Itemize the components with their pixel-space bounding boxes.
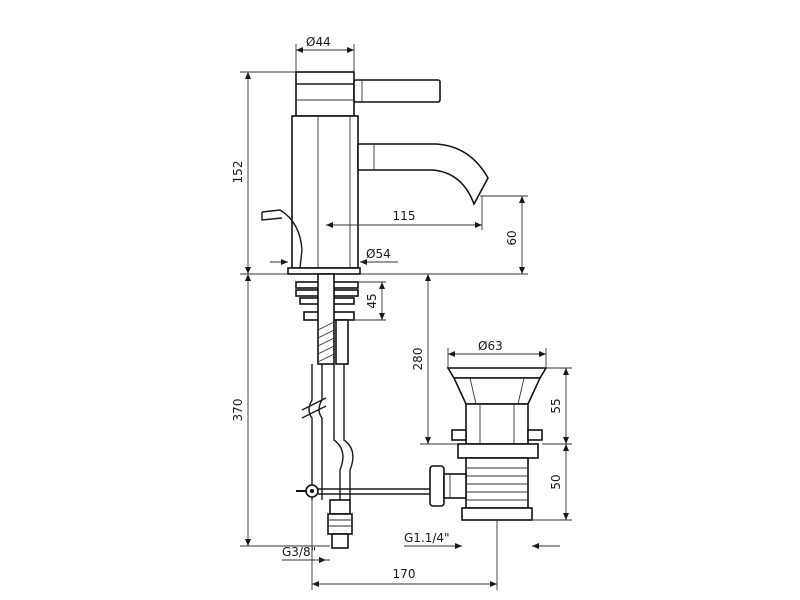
dim-top-diameter: Ø44 (306, 35, 331, 49)
faucet-cap (295, 71, 355, 117)
faucet-body (291, 115, 359, 269)
base-plate (287, 267, 361, 275)
waste-tail (465, 457, 529, 509)
linkage-housing (443, 473, 467, 499)
linkage-nut (429, 465, 445, 507)
dim-flange-height: 55 (549, 398, 563, 413)
flex-hose-left (308, 364, 313, 500)
dimension-lines (240, 44, 572, 590)
waste-body-upper (465, 403, 529, 445)
waste-washer-left (451, 429, 467, 441)
dim-drain-depth: 280 (411, 348, 425, 371)
lever-handle (353, 79, 441, 103)
waste-flange (446, 367, 548, 379)
dim-supply-thread: G3/8" (282, 545, 316, 559)
waste-bottom-ring (461, 507, 533, 521)
supply-connector (329, 499, 351, 515)
dim-horizontal-offset: 170 (393, 567, 416, 581)
dim-body-height: 50 (549, 474, 563, 489)
waste-locknut (457, 443, 539, 459)
dim-overall-height: 152 (231, 161, 245, 184)
dim-spout-height: 60 (505, 230, 519, 245)
waste-assembly (429, 367, 548, 521)
dim-waste-diameter: Ø63 (478, 339, 503, 353)
faucet (261, 71, 489, 549)
waste-washer-right (527, 429, 543, 441)
dim-base-diameter: Ø54 (366, 247, 391, 261)
flex-hose-right (333, 364, 344, 500)
dim-waste-thread: G1.1/4" (404, 531, 450, 545)
threaded-shank (317, 273, 335, 365)
faucet-spout (357, 143, 489, 206)
dim-fixing-depth: 45 (365, 293, 379, 308)
popup-rod (261, 209, 303, 269)
dim-tail-length: 370 (231, 399, 245, 422)
dim-spout-reach: 115 (393, 209, 416, 223)
